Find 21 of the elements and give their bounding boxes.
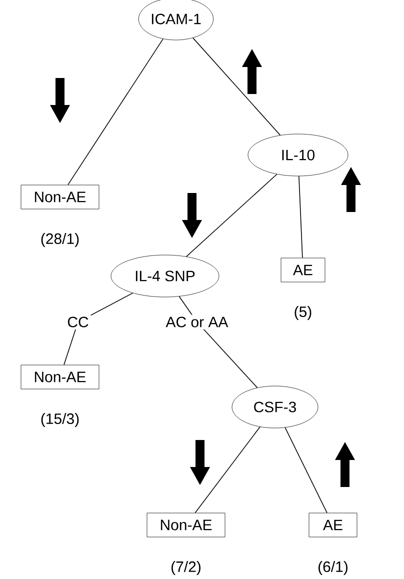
connector-line [68,38,164,186]
connector-line [194,426,260,514]
leaf-box: Non-AE [20,364,100,390]
leaf-box: AE [280,258,326,282]
count-label: (6/1) [318,561,348,575]
leaf-box: AE [308,512,358,538]
leaf-box: Non-AE [20,184,100,210]
count-label: (7/2) [172,561,200,575]
count-label: (5) [294,306,312,320]
edge-label: CC [65,314,91,330]
leaf-box: Non-AE [146,512,226,538]
ellipse-node: IL-4 SNP [110,254,220,298]
ellipse-node: CSF-3 [232,386,318,428]
count-label: (28/1) [41,233,79,247]
connector-line [186,174,278,257]
connector-line [284,427,328,514]
edge-label: AC or AA [164,314,230,330]
connector-line [192,38,281,136]
count-label: (15/3) [41,413,79,427]
ellipse-node: IL-10 [248,134,348,176]
connector-line [298,176,303,258]
